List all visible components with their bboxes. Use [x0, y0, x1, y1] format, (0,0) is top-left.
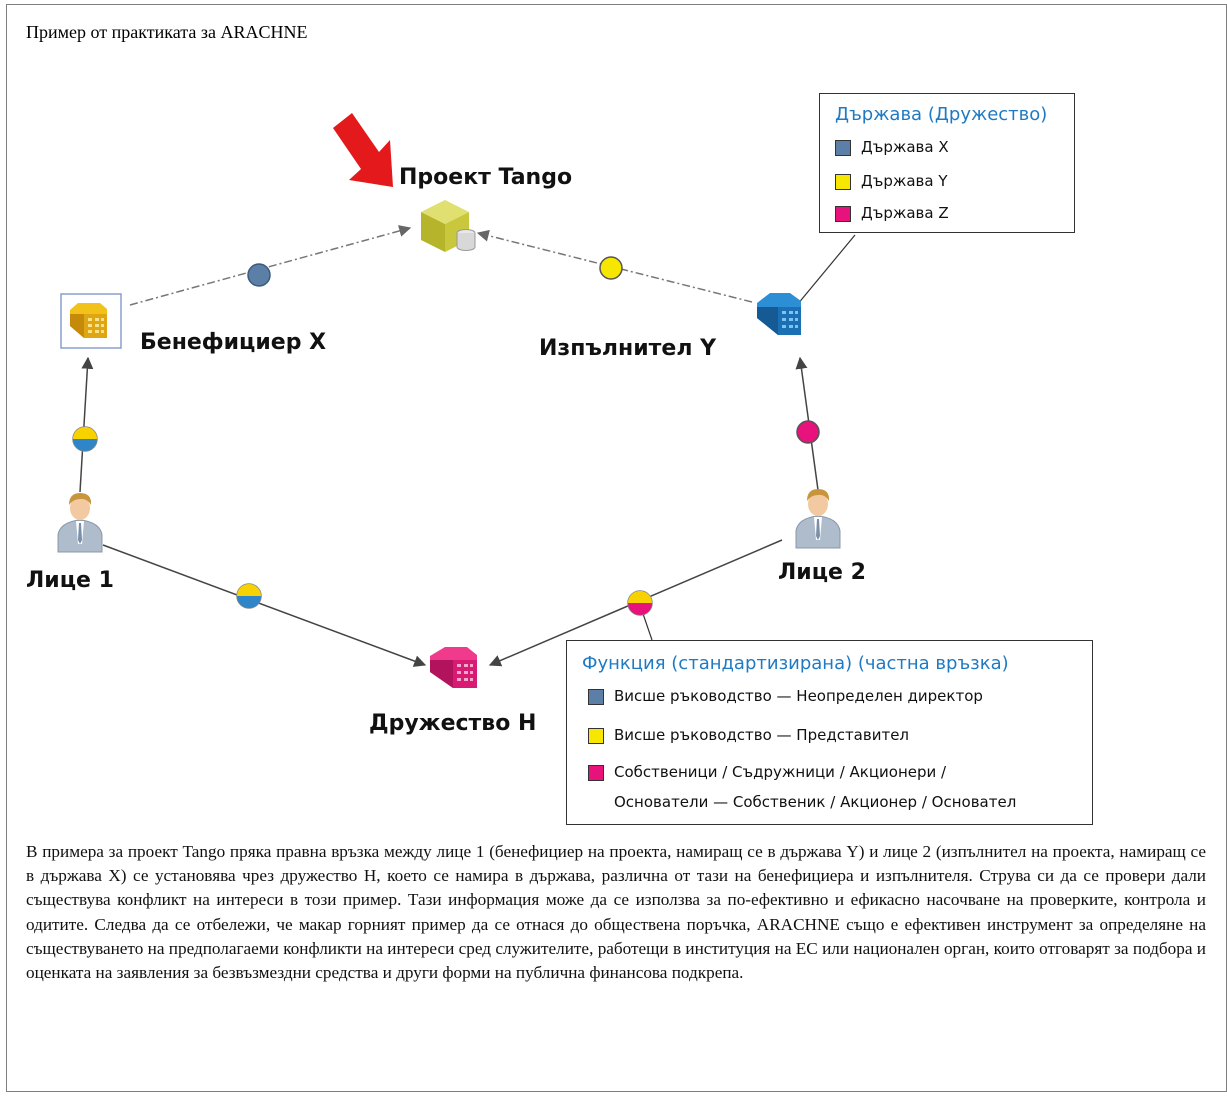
- company-building-icon: [430, 647, 477, 688]
- legend-function: Функция (стандартизирана) (частна връзка…: [566, 640, 1093, 825]
- legend-swatch: [835, 206, 851, 222]
- project-cube-icon: [421, 200, 476, 252]
- badge-country-z: [796, 420, 820, 444]
- legend-function-item: Собственици / Съдружници / Акционери / О…: [588, 763, 1016, 817]
- legend-function-item: Висше ръководство — Неопределен директор: [588, 687, 983, 705]
- legend-item-label-line1: Собственици / Съдружници / Акционери /: [614, 763, 947, 781]
- legend-swatch: [588, 728, 604, 744]
- contractor-building-icon: [757, 293, 801, 335]
- legend-item-text: Собственици / Съдружници / Акционери / О…: [614, 757, 1016, 817]
- red-pointer-arrow: [333, 113, 393, 187]
- legend-swatch: [835, 174, 851, 190]
- legend-function-item: Висше ръководство — Представител: [588, 726, 909, 744]
- badge-country-y: [599, 256, 623, 280]
- person1-icon: [57, 493, 103, 553]
- legend-swatch: [835, 140, 851, 156]
- person1-label: Лице 1: [26, 568, 114, 593]
- page-title: Пример от практиката за ARACHNE: [26, 22, 308, 42]
- beneficiary-label: Бенефициер X: [140, 330, 327, 355]
- edge-person1-company: [102, 544, 427, 667]
- person2-label: Лице 2: [778, 560, 866, 585]
- badge-function-p2-company: [627, 590, 653, 616]
- legend-swatch: [588, 689, 604, 705]
- description-paragraph: В примера за проект Tango пряка правна в…: [26, 842, 1206, 983]
- legend-item-label-line2: Основатели — Собственик / Акционер / Осн…: [614, 793, 1017, 811]
- badge-function-p1-beneficiary: [72, 426, 98, 452]
- person2-icon: [795, 489, 841, 549]
- project-label: Проект Tango: [399, 165, 573, 190]
- legend-country-item: Държава Z: [835, 204, 949, 222]
- contractor-label: Изпълнител Y: [539, 336, 717, 361]
- legend-item-label: Висше ръководство — Неопределен директор: [614, 687, 983, 705]
- legend-item-label: Държава X: [861, 138, 949, 156]
- legend-item-label: Висше ръководство — Представител: [614, 726, 910, 744]
- legend-country: Държава (Дружество) Държава X Държава Y …: [819, 93, 1075, 233]
- edge-person1-beneficiary: [79, 356, 94, 493]
- edge-beneficiary-project: [129, 225, 412, 306]
- legend-country-item: Държава X: [835, 138, 949, 156]
- legend-function-title: Функция (стандартизирана) (частна връзка…: [582, 653, 1009, 674]
- legend-country-title: Държава (Дружество): [835, 104, 1048, 125]
- legend-item-label: Държава Z: [861, 204, 949, 222]
- badge-country-x: [247, 263, 271, 287]
- legend-country-pointer: [796, 234, 856, 306]
- badge-function-p1-company: [236, 583, 262, 609]
- legend-swatch: [588, 765, 604, 781]
- beneficiary-building-icon: [60, 293, 122, 349]
- legend-country-item: Държава Y: [835, 172, 948, 190]
- edge-contractor-project: [476, 229, 753, 303]
- company-label: Дружество Н: [369, 711, 537, 736]
- legend-item-label: Държава Y: [861, 172, 948, 190]
